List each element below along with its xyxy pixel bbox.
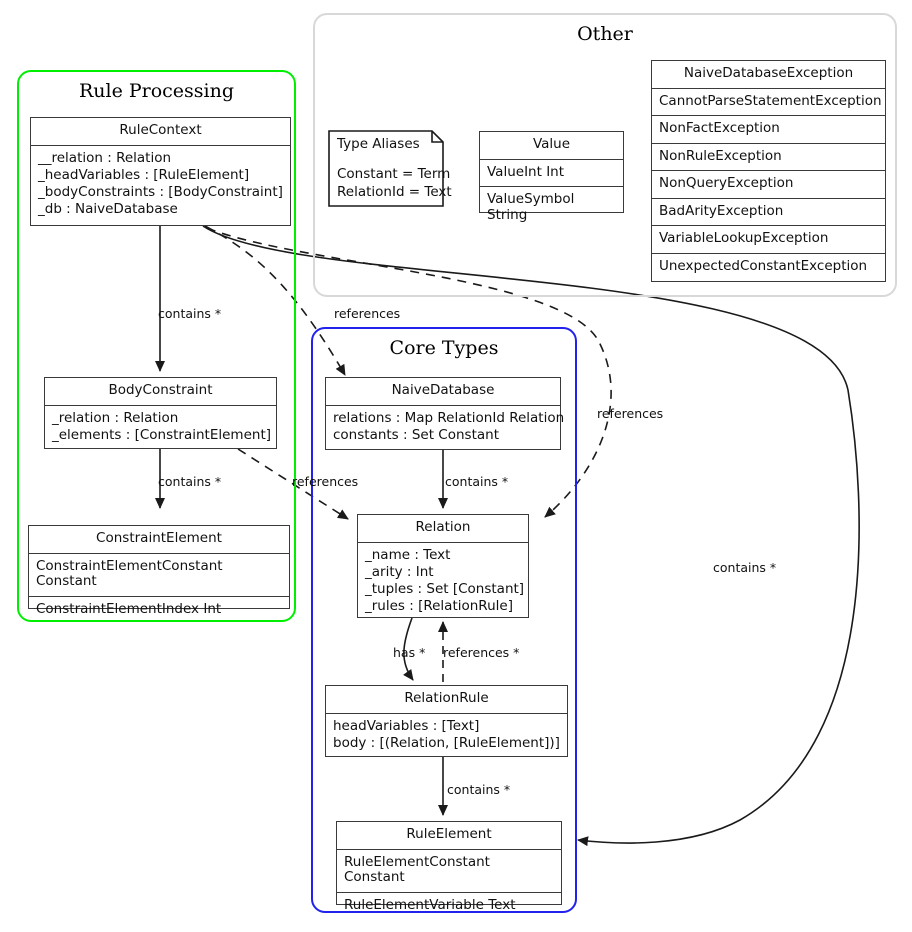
edge-relation-relationrule [403,617,414,681]
edge-label-contains-naivedatabase: contains * [445,474,509,489]
class-relationrule-name: RelationRule [326,686,567,714]
class-value-row: ValueInt Int [480,160,623,188]
exception-row: CannotParseStatementException [652,89,885,117]
class-relationrule[interactable]: RelationRule headVariables : [Text] body… [325,685,568,757]
package-rule-processing: Rule Processing [17,70,296,622]
edge-label-contains-relationrule: contains * [447,782,511,797]
note-type-aliases-body: Constant = Term RelationId = Text [337,166,452,200]
edge-label-contains-rulecontext: contains * [158,306,222,321]
edge-bodyconstraint-relation [237,448,349,520]
class-relation-attributes: _name : Text _arity : Int _tuples : Set … [365,546,525,615]
edge-label-has-relation: has * [393,645,426,660]
class-naivedatabaseexception[interactable]: NaiveDatabaseException CannotParseStatem… [651,60,886,282]
edge-label-references-bodyconstraint: references [292,474,359,489]
class-rulecontext-name: RuleContext [31,118,290,146]
class-rulecontext[interactable]: RuleContext __relation : Relation _headV… [30,117,291,226]
class-constraintelement-name: ConstraintElement [29,526,289,554]
edge-label-references-rulecontext-relation: references [597,406,664,421]
package-core-types-title: Core Types [389,337,499,359]
exception-row: NonFactException [652,116,885,144]
class-value[interactable]: Value ValueInt Int ValueSymbol String [479,131,624,222]
note-type-aliases[interactable]: Type Aliases Constant = Term RelationId … [328,130,452,207]
class-bodyconstraint-name: BodyConstraint [45,378,276,406]
exception-row: NonRuleException [652,144,885,172]
class-bodyconstraint-attributes: _relation : Relation _elements : [Constr… [52,409,271,443]
edge-label-contains-rulecontext-ruleelement: contains * [713,560,777,575]
class-value-row: ValueSymbol String [487,191,575,223]
class-naivedatabase-name: NaiveDatabase [326,378,560,406]
class-constraintelement-row: ConstraintElementConstant Constant [29,554,289,597]
exception-row: BadArityException [652,199,885,227]
class-rulecontext-attributes: __relation : Relation _headVariables : [… [38,149,283,218]
note-type-aliases-title: Type Aliases [337,136,420,152]
class-value-name: Value [480,132,623,160]
class-ruleelement-row: RuleElementConstant Constant [337,850,561,893]
exception-row: NonQueryException [652,171,885,199]
class-naivedatabase-attributes: relations : Map RelationId Relation cons… [333,409,565,443]
class-ruleelement[interactable]: RuleElement RuleElementConstant Constant… [336,821,562,912]
edge-label-references-rulecontext-db: references [334,306,401,321]
package-other: Other [313,13,897,297]
class-constraintelement-row: ConstraintElementIndex Int [36,600,222,617]
package-other-title: Other [577,23,633,45]
exception-row: VariableLookupException [652,226,885,254]
class-relation-name: Relation [358,515,528,543]
edge-label-contains-bodyconstraint: contains * [158,474,222,489]
package-core-types: Core Types [311,327,577,913]
exception-row: UnexpectedConstantException [659,257,868,274]
class-bodyconstraint[interactable]: BodyConstraint _relation : Relation _ele… [44,377,277,449]
class-naivedatabaseexception-name: NaiveDatabaseException [652,61,885,89]
package-rule-processing-title: Rule Processing [78,80,235,102]
class-ruleelement-name: RuleElement [337,822,561,850]
edge-rulecontext-relation [206,227,612,518]
class-naivedatabase[interactable]: NaiveDatabase relations : Map RelationId… [325,377,565,450]
class-constraintelement[interactable]: ConstraintElement ConstraintElementConst… [28,525,290,616]
class-relationrule-attributes: headVariables : [Text] body : [(Relation… [333,717,560,751]
edge-label-references-relationrule: references * [443,645,520,660]
edge-rulecontext-ruleelement [202,225,860,847]
class-relation[interactable]: Relation _name : Text _arity : Int _tupl… [357,514,529,618]
class-ruleelement-row: RuleElementVariable Text [344,896,516,913]
note-shape [328,130,444,207]
